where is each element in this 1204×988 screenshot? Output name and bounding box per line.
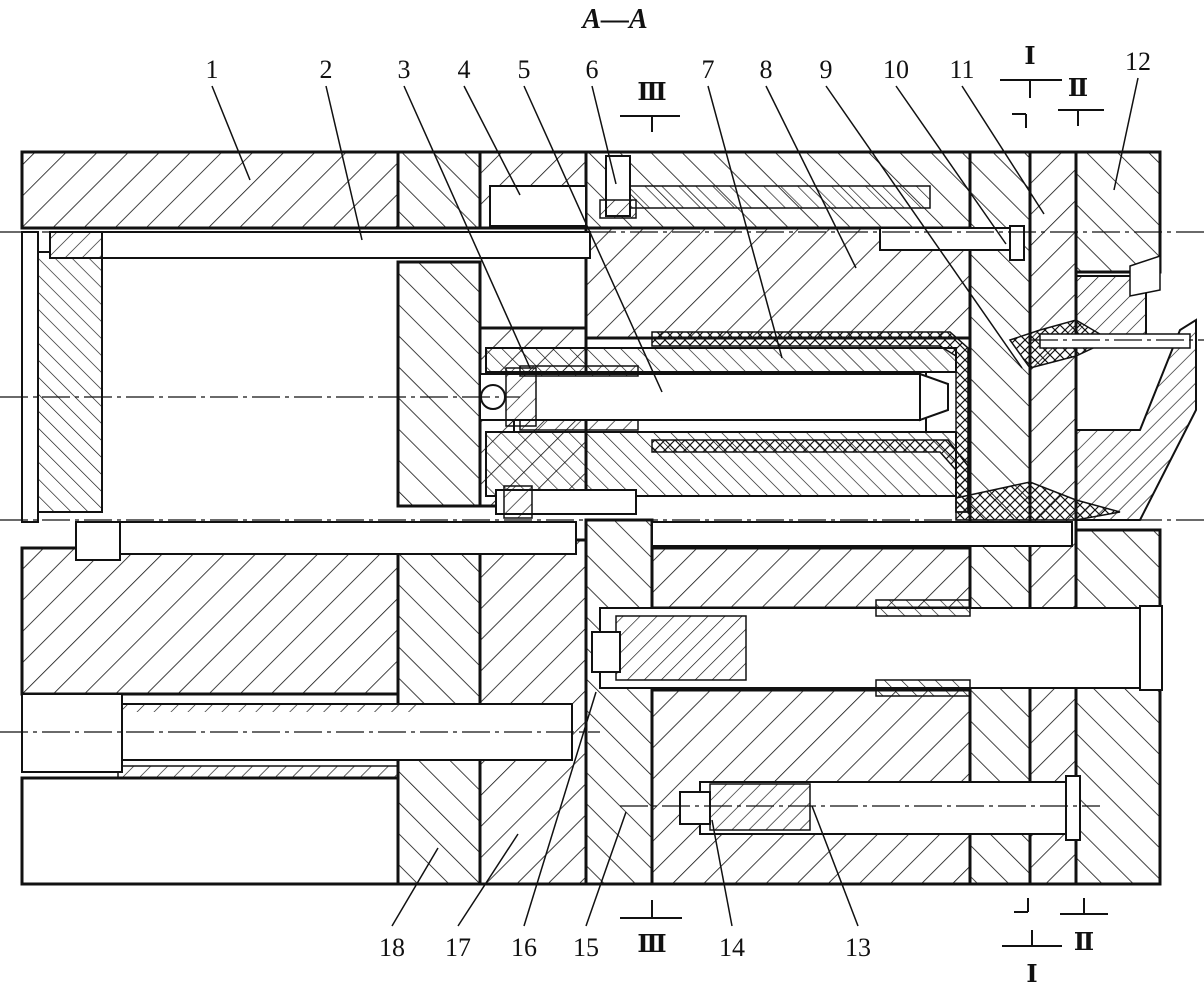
callout-4: 4 xyxy=(458,55,521,196)
callout-leader-8 xyxy=(765,85,857,269)
callout-leader-4 xyxy=(463,85,521,196)
callout-number-13: 13 xyxy=(845,933,871,962)
callout-number-15: 15 xyxy=(573,933,599,962)
screw-13 xyxy=(679,775,1081,841)
guide-pin-2 xyxy=(49,231,591,259)
guide-pin-lower xyxy=(75,521,1073,561)
section-mark-III-top: Ⅲ xyxy=(620,80,680,132)
callout-6: 6 xyxy=(586,55,617,185)
nozzle-insert xyxy=(1039,254,1191,349)
callout-14: 14 xyxy=(711,819,745,962)
bottom-bolt-left xyxy=(21,693,573,773)
callout-number-14: 14 xyxy=(719,933,745,962)
callout-17: 17 xyxy=(445,833,519,962)
callout-leader-13 xyxy=(811,805,859,927)
callout-number-9: 9 xyxy=(820,55,833,84)
plate-15 xyxy=(584,150,972,886)
callout-number-2: 2 xyxy=(320,55,333,84)
section-mark-I-bottom: Ⅰ xyxy=(1002,898,1062,988)
callout-leader-18 xyxy=(391,847,439,927)
callout-number-6: 6 xyxy=(586,55,599,84)
section-mark-II-bottom: Ⅱ xyxy=(1060,898,1108,956)
left-spacer-column xyxy=(21,231,103,523)
long-bolt-mid xyxy=(591,599,1163,697)
callout-7: 7 xyxy=(702,55,783,359)
svg-text:Ⅰ: Ⅰ xyxy=(1026,962,1037,988)
svg-text:Ⅱ: Ⅱ xyxy=(1074,930,1094,956)
center-lines xyxy=(0,231,1204,807)
callout-11: 11 xyxy=(949,55,1045,215)
bolt-upper-6 xyxy=(489,155,931,227)
callout-number-12: 12 xyxy=(1125,47,1151,76)
section-mark-II-top: Ⅱ xyxy=(1058,76,1104,126)
bottom-left-clamp-plate xyxy=(20,546,400,886)
callout-leader-12 xyxy=(1113,77,1139,191)
top-plate-12 xyxy=(1074,150,1197,886)
callout-leader-3 xyxy=(403,85,531,369)
screw-3 xyxy=(519,365,639,431)
callout-number-11: 11 xyxy=(949,55,974,84)
callout-18: 18 xyxy=(379,847,439,962)
svg-text:Ⅰ: Ⅰ xyxy=(1024,44,1035,70)
svg-text:Ⅱ: Ⅱ xyxy=(1068,76,1088,102)
callout-10: 10 xyxy=(883,55,1007,245)
section-mark-I-top: Ⅰ xyxy=(1000,44,1062,128)
lower-return-pin xyxy=(495,485,637,519)
callout-leader-5 xyxy=(523,85,663,393)
section-marks: Ⅰ Ⅱ Ⅲ Ⅲ Ⅰ Ⅱ xyxy=(620,44,1108,988)
callout-number-1: 1 xyxy=(206,55,219,84)
callout-number-4: 4 xyxy=(458,55,471,84)
callout-leader-17 xyxy=(457,833,519,927)
ejector-rod-5 xyxy=(479,367,949,427)
callout-number-5: 5 xyxy=(518,55,531,84)
callout-number-16: 16 xyxy=(511,933,537,962)
callout-number-7: 7 xyxy=(702,55,715,84)
svg-text:Ⅲ: Ⅲ xyxy=(637,932,666,958)
plate-18 xyxy=(396,150,482,886)
callout-number-18: 18 xyxy=(379,933,405,962)
callout-leader-15 xyxy=(585,811,627,927)
callout-2: 2 xyxy=(320,55,363,241)
bolt-9 xyxy=(879,225,1025,261)
svg-text:Ⅲ: Ⅲ xyxy=(637,80,666,106)
callout-leader-10 xyxy=(895,85,1007,245)
callout-leader-2 xyxy=(325,85,363,241)
callout-3: 3 xyxy=(398,55,531,369)
callout-5: 5 xyxy=(518,55,663,393)
callout-number-10: 10 xyxy=(883,55,909,84)
callout-leader-11 xyxy=(961,85,1045,215)
callout-12: 12 xyxy=(1113,47,1151,191)
callout-leader-16 xyxy=(523,691,597,927)
top-clamp-plate xyxy=(20,150,400,230)
callout-1: 1 xyxy=(206,55,251,181)
callout-number-8: 8 xyxy=(760,55,773,84)
section-title: A—A xyxy=(580,4,647,35)
callout-leader-1 xyxy=(211,85,251,181)
callout-15: 15 xyxy=(573,811,627,962)
callout-13: 13 xyxy=(811,805,871,962)
callout-leader-9 xyxy=(825,85,1023,369)
callout-leader-7 xyxy=(707,85,783,359)
callout-number-3: 3 xyxy=(398,55,411,84)
callout-16: 16 xyxy=(511,691,597,962)
callout-9: 9 xyxy=(820,55,1023,369)
callout-8: 8 xyxy=(760,55,857,269)
callout-number-17: 17 xyxy=(445,933,471,962)
callout-leader-14 xyxy=(711,819,733,927)
section-mark-III-bottom: Ⅲ xyxy=(620,900,682,958)
callout-leader-6 xyxy=(591,85,617,185)
